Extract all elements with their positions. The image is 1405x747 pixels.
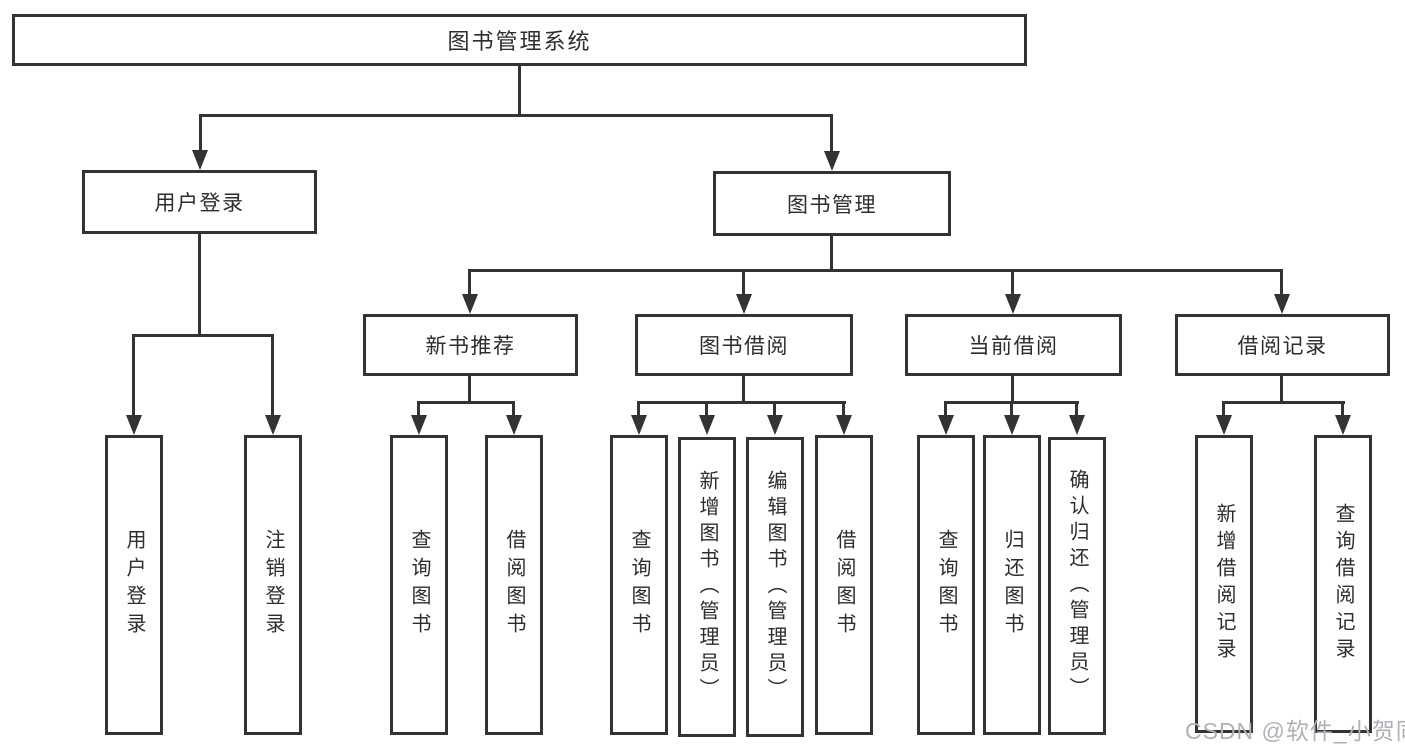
leaf-borrow-query-book-label: 查询图书	[628, 529, 650, 641]
connector-line	[830, 236, 833, 272]
arrow-down-icon	[1274, 294, 1290, 314]
connector-line	[1010, 401, 1013, 417]
connector-line	[830, 114, 833, 154]
arrow-down-icon	[767, 415, 783, 435]
arrow-down-icon	[1004, 415, 1020, 435]
leaf-user-login-label: 用户登录	[123, 529, 145, 641]
arrow-down-icon	[736, 294, 752, 314]
arrow-down-icon	[699, 415, 715, 435]
arrow-down-icon	[1005, 294, 1021, 314]
node-root: 图书管理系统	[12, 14, 1027, 66]
connector-line	[132, 334, 274, 337]
connector-line	[705, 401, 708, 417]
leaf-newbook-borrow-book: 借阅图书	[485, 435, 543, 735]
arrow-down-icon	[938, 415, 954, 435]
node-borrow-record: 借阅记录	[1175, 314, 1390, 376]
node-current-borrow-label: 当前借阅	[968, 335, 1059, 358]
leaf-edit-book-admin-label: 编辑图书（管理员）	[764, 470, 786, 704]
leaf-current-query-book: 查询图书	[917, 435, 975, 735]
node-new-book-label: 新书推荐	[425, 335, 516, 358]
connector-line	[198, 234, 201, 337]
arrow-down-icon	[506, 415, 522, 435]
connector-line	[637, 401, 846, 404]
leaf-borrow-book-label: 借阅图书	[833, 529, 855, 641]
node-user-login: 用户登录	[82, 170, 317, 234]
connector-line	[1280, 269, 1283, 297]
connector-line	[1075, 401, 1078, 417]
csdn-watermark: CSDN @软件_小贺同学	[1185, 718, 1405, 744]
arrow-down-icon	[836, 415, 852, 435]
leaf-current-query-book-label: 查询图书	[935, 529, 957, 641]
leaf-logout: 注销登录	[244, 435, 302, 735]
connector-line	[842, 401, 845, 417]
leaf-user-login: 用户登录	[105, 435, 163, 735]
connector-line	[417, 401, 515, 404]
connector-line	[1341, 401, 1344, 417]
leaf-confirm-return-admin: 确认归还（管理员）	[1048, 437, 1106, 735]
connector-line	[518, 66, 521, 117]
leaf-newbook-borrow-book-label: 借阅图书	[503, 529, 525, 641]
connector-line	[468, 376, 471, 404]
node-borrow-record-label: 借阅记录	[1237, 335, 1328, 358]
arrow-down-icon	[265, 415, 281, 435]
leaf-newbook-query-book: 查询图书	[390, 435, 448, 735]
connector-line	[417, 401, 420, 417]
leaf-query-borrow-record: 查询借阅记录	[1314, 435, 1372, 733]
leaf-borrow-query-book: 查询图书	[610, 435, 668, 735]
connector-line	[132, 334, 135, 416]
node-root-label: 图书管理系统	[447, 29, 592, 54]
arrow-down-icon	[126, 415, 142, 435]
arrow-down-icon	[411, 415, 427, 435]
node-new-book: 新书推荐	[363, 314, 578, 376]
arrow-down-icon	[1216, 415, 1232, 435]
leaf-query-borrow-record-label: 查询借阅记录	[1332, 503, 1354, 665]
connector-line	[199, 114, 202, 154]
leaf-add-borrow-record: 新增借阅记录	[1195, 435, 1253, 733]
arrow-down-icon	[192, 150, 208, 170]
connector-line	[773, 401, 776, 417]
connector-line	[271, 334, 274, 416]
leaf-logout-label: 注销登录	[262, 529, 284, 641]
leaf-borrow-book: 借阅图书	[815, 435, 873, 735]
leaf-add-borrow-record-label: 新增借阅记录	[1213, 503, 1235, 665]
leaf-add-book-admin-label: 新增图书（管理员）	[696, 470, 718, 704]
arrow-down-icon	[1069, 415, 1085, 435]
node-book-mgmt: 图书管理	[713, 171, 951, 236]
arrow-down-icon	[462, 294, 478, 314]
leaf-edit-book-admin: 编辑图书（管理员）	[746, 437, 804, 737]
leaf-add-book-admin: 新增图书（管理员）	[678, 437, 736, 737]
connector-line	[742, 376, 745, 404]
leaf-newbook-query-book-label: 查询图书	[408, 529, 430, 641]
leaf-return-book-label: 归还图书	[1001, 529, 1023, 641]
connector-line	[944, 401, 947, 417]
arrow-down-icon	[1335, 415, 1351, 435]
connector-line	[1011, 269, 1014, 297]
connector-line	[468, 269, 471, 297]
connector-line	[1011, 376, 1014, 404]
connector-line	[1222, 401, 1225, 417]
connector-line	[742, 269, 745, 297]
node-current-borrow: 当前借阅	[905, 314, 1122, 376]
node-book-borrow-label: 图书借阅	[699, 335, 789, 358]
arrow-down-icon	[824, 151, 840, 171]
connector-line	[512, 401, 515, 417]
node-book-mgmt-label: 图书管理	[787, 193, 877, 217]
connector-line	[637, 401, 640, 417]
arrow-down-icon	[631, 415, 647, 435]
connector-line	[1280, 376, 1283, 404]
leaf-confirm-return-admin-label: 确认归还（管理员）	[1066, 469, 1088, 703]
leaf-return-book: 归还图书	[983, 435, 1041, 735]
node-user-login-label: 用户登录	[154, 192, 245, 215]
connector-line	[1222, 401, 1345, 404]
connector-line	[199, 114, 833, 117]
node-book-borrow: 图书借阅	[635, 314, 853, 376]
connector-line	[468, 269, 1283, 272]
